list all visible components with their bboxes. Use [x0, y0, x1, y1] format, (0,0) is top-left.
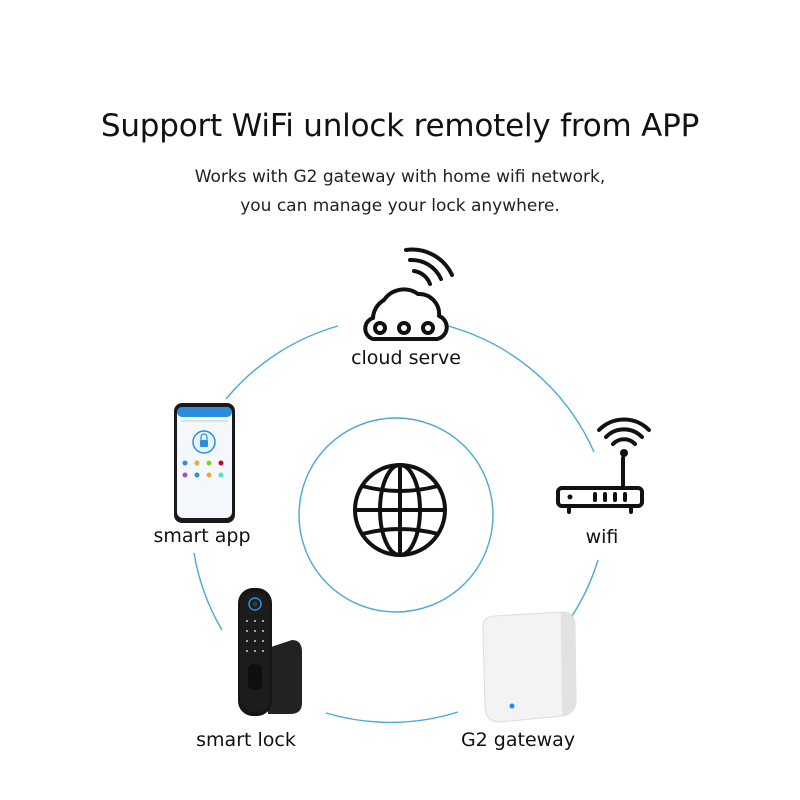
- ring-arc-bottom: [325, 711, 459, 724]
- ring-arc-top-right: [447, 325, 595, 453]
- cloud-icon: [363, 287, 449, 341]
- subtitle-line-2: you can manage your lock anywhere.: [240, 196, 560, 216]
- router-signal-icon: [597, 417, 651, 457]
- label-wifi: wifi: [585, 526, 619, 548]
- label-cloud-serve: cloud serve: [351, 347, 461, 369]
- label-smart-lock: smart lock: [196, 729, 296, 751]
- inner-ring: [298, 417, 494, 613]
- ring-arc-left-bottom: [193, 552, 223, 631]
- smart-lock-device: [238, 588, 302, 716]
- label-g2-gateway: G2 gateway: [460, 729, 576, 751]
- router-icon: [556, 456, 644, 514]
- subtitle-line-1: Works with G2 gateway with home wifi net…: [194, 167, 606, 187]
- label-smart-app: smart app: [153, 525, 251, 547]
- outer-ring: [193, 325, 599, 724]
- ring-arc-right: [567, 559, 599, 623]
- page-title: Support WiFi unlock remotely from APP: [100, 108, 700, 144]
- gateway-device: [482, 611, 577, 723]
- page-subtitle: Works with G2 gateway with home wifi net…: [0, 163, 800, 221]
- cloud-signal-icon: [404, 247, 454, 286]
- ring-arc-left-top: [225, 325, 339, 400]
- globe-icon: [353, 463, 447, 557]
- smartphone-app: [174, 403, 235, 523]
